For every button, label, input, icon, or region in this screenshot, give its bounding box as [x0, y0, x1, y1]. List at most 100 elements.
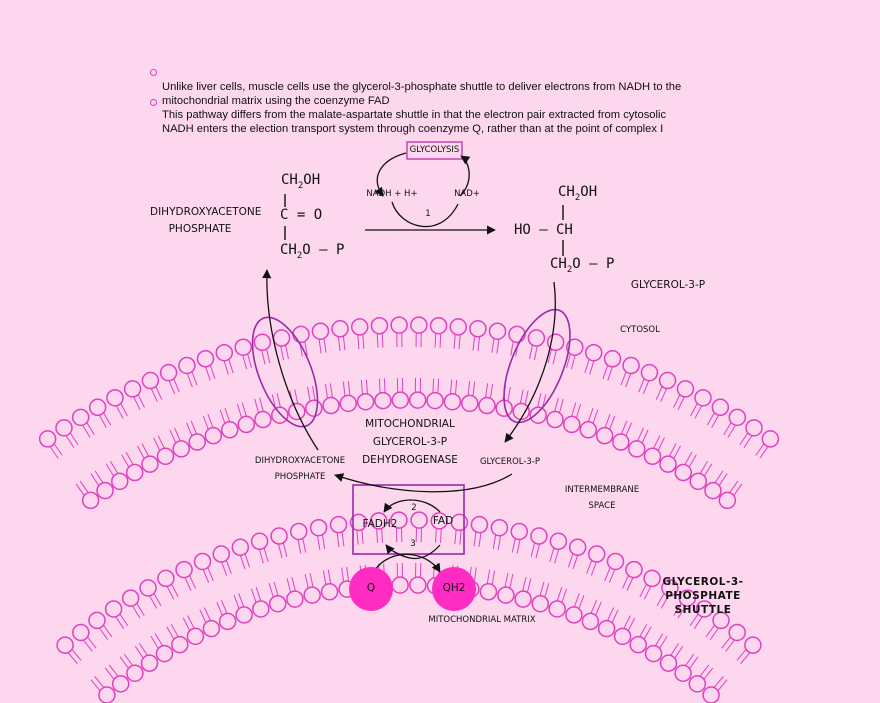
note-line: mitochondrial matrix using the coenzyme …: [162, 95, 390, 107]
arrow-q-to-fad: [409, 544, 441, 560]
lipid-head: [81, 491, 100, 510]
lipid-head: [305, 399, 323, 417]
lipid-head: [204, 426, 223, 445]
lipid-head: [622, 356, 640, 375]
lipid-head: [568, 538, 587, 557]
lipid-head: [470, 515, 489, 534]
q-label: Q: [366, 582, 376, 594]
coenzyme-q: [349, 567, 393, 611]
lipid-head: [702, 686, 720, 703]
lipid-head: [157, 569, 175, 588]
g3p-formula-bottom: CH2O — P: [550, 256, 615, 275]
lipid-head: [643, 447, 662, 466]
lipid-head: [488, 322, 507, 340]
lipid-head: [98, 686, 116, 703]
lipid-head: [497, 586, 515, 604]
lipid-head: [220, 421, 239, 439]
diagram-title-line-2: PHOSPHATE SHUTTLE: [665, 590, 741, 616]
lipid-head: [172, 440, 190, 458]
lipid-head: [320, 583, 339, 601]
lipid-head: [212, 545, 231, 563]
lipid-head: [292, 325, 310, 344]
dhap-formula-mid: C = O: [280, 207, 323, 223]
lipid-head: [449, 318, 468, 336]
lipid-head: [231, 538, 250, 557]
lipid-head: [111, 472, 129, 491]
lipid-head: [218, 612, 237, 631]
note-bullet: [150, 99, 157, 106]
lipid-head: [175, 560, 193, 579]
lipid-head: [546, 410, 564, 429]
note-line: NADH enters the election transport syste…: [162, 123, 664, 135]
lipid-head: [429, 316, 448, 335]
arrow-dhap-up: [262, 269, 319, 451]
note-line: Unlike liver cells, muscle cells use the…: [162, 81, 682, 93]
lipid-head: [510, 522, 528, 541]
intermembrane-line-1: INTERMEMBRANE: [564, 485, 640, 495]
dhap-formula-top: CH2OH: [281, 172, 321, 191]
lipid-head: [250, 532, 269, 551]
lipid-head: [390, 511, 408, 529]
lipid-head: [111, 675, 130, 693]
lipid-head: [215, 343, 234, 362]
enzyme-label-line-2: GLYCEROL-3-P: [372, 436, 448, 448]
lipid-head: [659, 455, 677, 473]
lipid-head: [155, 644, 174, 663]
cytosol-label: CYTOSOL: [620, 325, 660, 335]
lipid-head: [253, 333, 272, 352]
lipid-head: [339, 394, 358, 413]
inner-membrane: [56, 511, 762, 703]
lipid-head: [597, 619, 616, 638]
arrow-dehydrogenase: [334, 473, 513, 493]
lipid-head: [141, 455, 159, 473]
nadh-label: NADH + H+: [366, 189, 418, 199]
lipid-head: [478, 396, 496, 415]
lipid-head: [369, 512, 388, 530]
lipid-head: [581, 612, 600, 631]
lipid-head: [390, 316, 408, 334]
g3p-formula-mid-left: HO —: [514, 222, 548, 238]
g3p-top-label: GLYCEROL-3-P: [630, 279, 706, 291]
lipid-head: [640, 363, 659, 382]
lipid-head: [126, 664, 144, 682]
lipid-head: [603, 350, 622, 368]
lipid-head: [349, 513, 368, 532]
enzyme-label-line-1: MITOCHONDRIAL: [365, 418, 455, 430]
lipid-head: [202, 619, 221, 638]
lipid-head: [566, 338, 584, 356]
lipid-head: [123, 380, 142, 398]
arrow-fad-to-fadh2: [383, 499, 441, 513]
lipid-head: [531, 594, 550, 613]
arrow-glycolysis-to-nadh: [374, 152, 407, 197]
outer-membrane: [38, 316, 780, 510]
lipid-head: [350, 318, 369, 336]
dhap-label-line-1: DIHYDROXYACETONE: [150, 206, 262, 218]
coenzyme-qh2: [432, 567, 476, 611]
lipid-head: [548, 600, 566, 618]
lipid-head: [178, 356, 196, 375]
dhap-lower-line-1: DIHYDROXYACETONE: [254, 456, 346, 466]
lipid-head: [674, 664, 692, 682]
lipid-head: [410, 316, 428, 334]
lipid-head: [409, 576, 427, 594]
lipid-head: [88, 611, 106, 630]
lipid-head: [695, 600, 714, 618]
lipid-head: [514, 590, 532, 608]
lipid-head: [140, 654, 159, 672]
lipid-head: [629, 635, 647, 654]
lipid-head: [712, 611, 730, 630]
note-line: This pathway differs from the malate-asp…: [162, 109, 667, 121]
qh2-label: QH2: [442, 582, 466, 594]
lipid-head: [271, 406, 289, 424]
lipid-head: [171, 635, 189, 654]
lipid-head: [159, 363, 178, 382]
lipid-head: [490, 518, 509, 537]
diagram-title: GLYCEROL-3- PHOSPHATE SHUTTLE: [636, 575, 770, 617]
lipid-head: [125, 463, 144, 482]
right-channel: [503, 308, 571, 424]
lipid-head: [322, 396, 340, 415]
lipid-head: [71, 408, 90, 427]
lipid-head: [443, 392, 462, 411]
lipid-head: [529, 406, 547, 424]
lipid-head: [309, 518, 328, 537]
